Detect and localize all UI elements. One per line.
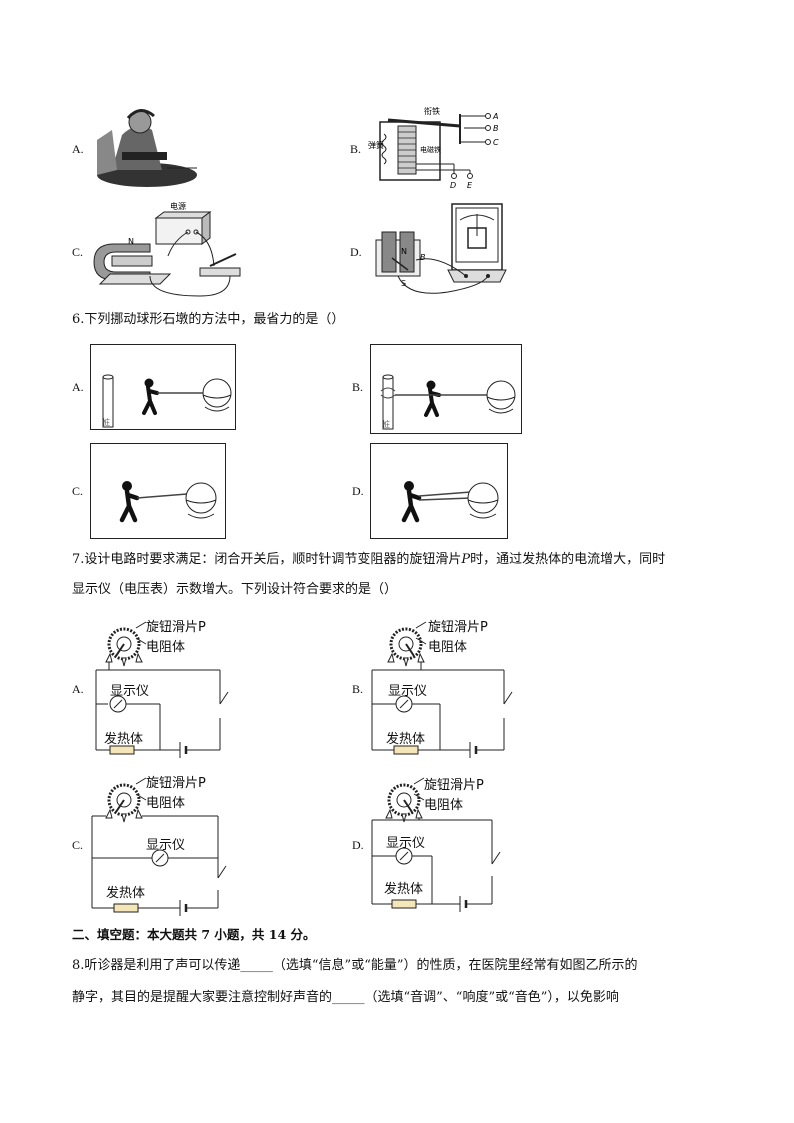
q5-option-d-galvanometer-diagram: N S B — [368, 200, 518, 304]
q5-option-d-label: D. — [350, 245, 362, 259]
q5-option-b-label: B. — [350, 142, 362, 156]
q7-c-heater-label: 发热体 — [106, 886, 146, 901]
q7-option-c-label: C. — [72, 838, 84, 852]
q7-a-heater-label: 发热体 — [104, 732, 144, 747]
q6-option-a-label: A. — [72, 380, 84, 394]
q6-option-c-label: C. — [72, 484, 84, 498]
relay-terminal-c: C — [493, 138, 499, 147]
q7-b-slider-label: 旋钮滑片P — [428, 620, 488, 635]
q7-a-resistor-label: 电阻体 — [146, 640, 186, 655]
q7-circuit-a — [88, 614, 248, 764]
relay-terminal-a: A — [492, 112, 498, 121]
q7-circuit-b — [368, 614, 528, 764]
q7-option-d-label: D. — [352, 838, 364, 852]
q7-c-display-label: 显示仪 — [146, 838, 186, 853]
q7-line1-end: 时，通过发热体的电流增大，同时 — [470, 552, 666, 567]
relay-magnet-label: 电磁铁 — [420, 145, 441, 154]
q8-question-line1: 8.听诊器是利用了声可以传递_____（选填“信息”或“能量”）的性质，在医院里… — [72, 958, 638, 973]
q6-option-d-figure — [370, 443, 508, 539]
q7-d-heater-label: 发热体 — [384, 882, 424, 897]
q6-option-a-figure: 桩 — [90, 344, 236, 430]
q8-question-line2: 静字，其目的是提醒大家要注意控制好声音的_____（选填“音调”、“响度”或“音… — [72, 990, 619, 1005]
q7-option-b-label: B. — [352, 682, 364, 696]
q7-option-a-label: A. — [72, 682, 84, 696]
section-fill-in-title: 二、填空题：本大题共 7 小题，共 14 分。 — [72, 927, 316, 942]
q6-a-post-label: 桩 — [102, 417, 110, 427]
q5-option-c-label: C. — [72, 245, 84, 259]
q7-a-display-label: 显示仪 — [110, 684, 150, 699]
q6-option-b-label: B. — [352, 380, 364, 394]
q7-c-slider-label: 旋钮滑片P — [146, 776, 206, 791]
q7-circuit-d — [366, 772, 526, 922]
q7-line1-start: 7.设计电路时要求满足：闭合开关后，顺时针调节变阻器的旋钮滑片 — [72, 552, 462, 567]
q6-question-text: 6.下列挪动球形石墩的方法中，最省力的是（） — [72, 312, 345, 327]
relay-armature-label: 衔铁 — [424, 106, 440, 116]
q5-option-c-generator-diagram: 电源 N — [90, 200, 250, 304]
q7-b-resistor-label: 电阻体 — [428, 640, 468, 655]
galvanometer-pole-n: N — [401, 247, 407, 256]
relay-terminal-d: D — [450, 181, 456, 190]
q6-option-c-figure — [90, 443, 226, 539]
q7-d-display-label: 显示仪 — [386, 836, 426, 851]
relay-spring-label: 弹簧 — [368, 140, 384, 150]
relay-terminal-b: B — [493, 124, 499, 133]
q7-b-display-label: 显示仪 — [388, 684, 428, 699]
q6-b-post-label: 桩 — [382, 419, 390, 429]
relay-terminal-e: E — [467, 181, 473, 190]
q7-c-resistor-label: 电阻体 — [146, 796, 186, 811]
galvanometer-point-b: B — [420, 253, 426, 262]
q7-d-resistor-label: 电阻体 — [424, 798, 464, 813]
q7-b-heater-label: 发热体 — [386, 732, 426, 747]
q7-question-line2: 显示仪（电压表）示数增大。下列设计符合要求的是（） — [72, 582, 398, 597]
generator-power-label: 电源 — [170, 201, 186, 211]
q6-option-b-figure: 桩 — [370, 344, 522, 434]
q7-question-line1: 7.设计电路时要求满足：闭合开关后，顺时针调节变阻器的旋钮滑片P时，通过发热体的… — [72, 546, 665, 574]
q5-option-a-image — [92, 100, 197, 194]
q5-option-b-relay-diagram: 衔铁 弹簧 电磁铁 A B C D E — [368, 104, 508, 196]
q7-circuit-c — [88, 770, 248, 920]
generator-pole-n: N — [128, 237, 134, 246]
q5-option-a-label: A. — [72, 142, 84, 156]
q7-a-slider-label: 旋钮滑片P — [146, 620, 206, 635]
q7-d-slider-label: 旋钮滑片P — [424, 778, 484, 793]
q6-option-d-label: D. — [352, 484, 364, 498]
q7-var-p: P — [461, 552, 471, 567]
